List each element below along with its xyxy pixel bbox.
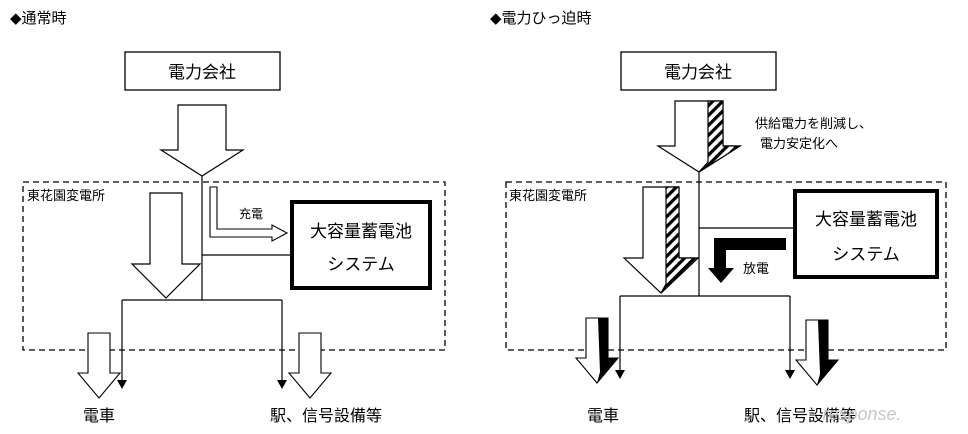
battery-contribution-hatch xyxy=(660,186,700,294)
station-output-arrow-right-icon xyxy=(794,319,840,386)
train-output-black-edge xyxy=(597,318,618,383)
normal-panel: ◆通常時 電力会社 東花園変電所 充電 大容量蓄電池 システム 電車 駅、信号設… xyxy=(10,9,446,425)
substation-label: 東花園変電所 xyxy=(27,188,105,204)
station-label-right: 駅、信号設備等 xyxy=(744,406,856,425)
reduction-note-line2: 電力安定化へ xyxy=(760,137,838,152)
battery-system-box-right xyxy=(793,189,939,279)
power-company-label-right: 電力会社 xyxy=(664,63,732,83)
train-feeder-tip-icon xyxy=(117,380,127,389)
train-label: 電車 xyxy=(83,406,115,425)
reduced-portion-hatch xyxy=(698,100,743,173)
substation-boundary xyxy=(22,181,446,351)
battery-label-line1: 大容量蓄電池 xyxy=(310,222,412,242)
load-flow-arrow-icon xyxy=(130,192,202,299)
station-feeder-tip-icon xyxy=(277,380,287,389)
watermark-logo: response. xyxy=(822,404,901,424)
battery-label-line2-right: システム xyxy=(832,245,900,265)
battery-system-box xyxy=(290,200,432,290)
tight-header: ◆電力ひっ迫時 xyxy=(490,9,592,27)
station-label: 駅、信号設備等 xyxy=(270,406,382,425)
station-feeder-tip-right-icon xyxy=(785,370,795,379)
charge-arrow-icon xyxy=(209,186,289,242)
supply-arrow-icon xyxy=(158,104,246,177)
discharge-label: 放電 xyxy=(743,262,769,277)
train-feeder-tip-right-icon xyxy=(615,370,625,379)
power-company-label: 電力会社 xyxy=(168,63,236,83)
reduction-note-line1: 供給電力を削減し、 xyxy=(755,116,872,132)
reduced-supply-arrow-icon xyxy=(655,100,743,173)
power-company-box xyxy=(124,51,281,91)
substation-boundary-right xyxy=(505,181,947,351)
substation-label-right: 東花園変電所 xyxy=(509,188,587,204)
station-output-black-edge xyxy=(817,320,838,385)
normal-header: ◆通常時 xyxy=(10,9,67,27)
charge-label: 充電 xyxy=(239,206,263,221)
battery-label-line2: システム xyxy=(327,255,395,275)
load-flow-arrow-right-icon xyxy=(622,186,700,294)
power-company-box-right xyxy=(620,51,777,91)
tight-supply-panel: ◆電力ひっ迫時 電力会社 供給電力を削減し、 電力安定化へ 東花園変電所 大容量… xyxy=(490,9,947,425)
station-output-arrow-icon xyxy=(287,332,333,399)
train-label-right: 電車 xyxy=(587,406,619,425)
train-output-arrow-icon xyxy=(76,332,122,399)
battery-label-line1-right: 大容量蓄電池 xyxy=(815,210,917,230)
discharge-arrow-icon xyxy=(708,238,786,283)
